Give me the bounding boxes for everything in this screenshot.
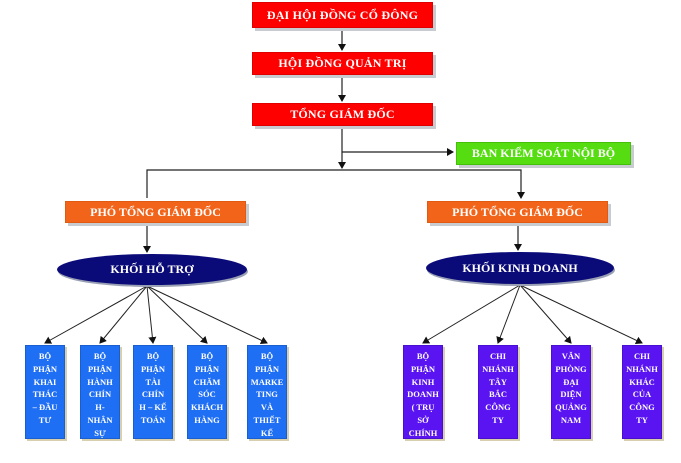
department-label-line: BỘ [416,351,430,361]
department-label-line: SỰ [94,427,106,438]
department-label-line: PHẬN [140,363,166,374]
department-label-line: BỘ [260,351,274,361]
department-label-line: VĂN [561,351,581,361]
fan-connector [44,285,148,344]
fan-connector [422,284,521,344]
department-label-line: BỘ [38,351,52,361]
fan-connector [146,285,208,344]
ban-kiem-soat-noi-bo-box: BAN KIỂM SOÁT NỘI BỘ [456,142,631,165]
department-label-line: BẮC [489,389,507,400]
department-label-line: NHÁNH [626,363,658,374]
department-label-line: CHI [489,351,507,361]
khoi-ho-tro-ellipse: KHỐI HỖ TRỢ [57,254,247,285]
pho-tong-giam-doc-left-box: PHÓ TỔNG GIÁM ĐỐC [65,201,246,223]
connector-split [146,169,525,199]
fan-connector [519,284,643,345]
department-label-line: KHÁC [629,376,655,387]
department-label-line: NAM [560,414,582,425]
department-label-line: BỘ [146,351,160,361]
department-label-line: TÂY [489,376,507,387]
department-label-line: TƯ [38,414,52,425]
department-label-line: KẾ [260,427,274,438]
department-label-line: NHÂN [87,414,113,425]
dai-hoi-dong-co-dong-box: ĐẠI HỘI ĐỒNG CỔ ĐÔNG [252,2,433,28]
department-label-line: H – KẾ [139,402,167,413]
department-label-line: KINH [411,376,435,387]
department-label-line: CỦA [632,389,652,400]
department-label-line: H- [95,402,105,413]
department-label-line: CÔNG [485,402,511,413]
khoi-kinh-doanh-ellipse: KHỐI KINH DOANH [426,252,614,284]
department-label-line: CHÍN [141,389,165,400]
department-label-line: DIỆN [560,389,582,400]
department-label-line: PHẬN [410,363,436,374]
department-label-line: TY [492,414,504,425]
department-label-line: KHAI [33,376,57,387]
department-label-line: BỘ [93,351,107,361]
fan-connector [496,284,521,344]
pho-tong-giam-doc-right-box: PHÓ TỔNG GIÁM ĐỐC [427,201,608,223]
department-label-line: ( TRỤ [411,402,435,413]
department-label-line: TOÁN [140,414,166,425]
department-label-line: KHÁCH [190,402,224,413]
fan-connector [519,284,572,344]
department-label-line: THÁC [32,389,58,400]
department-label-line: VÀ [260,402,274,413]
department-label-line: ĐẠI [563,376,579,387]
department-label-line: CHI [633,351,651,361]
department-label-line: PHẬN [254,363,280,374]
fan-connector [146,285,268,345]
department-label-line: PHẬN [32,363,58,374]
department-label-line: QUẢNG [555,402,587,413]
department-label-line: SÓC [198,389,216,400]
department-label-line: – ĐẦU [32,402,58,413]
department-label-line: PHÒNG [555,363,587,374]
department-label-line: THIẾT [253,414,281,425]
department-label-line: TY [636,414,648,425]
department-label-line: TÀI [145,376,161,387]
department-label-line: CHÍN [88,389,112,400]
department-label-line: HÀNG [194,414,220,425]
department-label-line: DOANH [407,389,439,400]
department-label-line: CHĂM [193,376,221,387]
department-label-line: NHÁNH [482,363,514,374]
department-label-line: TING [256,389,278,400]
fan-connector [146,285,157,344]
department-label-line: BỘ [200,351,214,361]
department-label-line: PHẬN [87,363,113,374]
tong-giam-doc-box: TỔNG GIÁM ĐỐC [252,103,433,126]
fan-connector [99,285,148,344]
department-label-line: CHÍNH [408,427,438,438]
hoi-dong-quan-tri-box: HỘI ĐỒNG QUẢN TRỊ [252,52,433,75]
department-label-line: HÀNH [87,376,113,387]
department-label-line: PHẬN [194,363,220,374]
department-label-line: SỞ [417,414,429,425]
department-box: BỘ PHẬN HÀNH CHÍN H-NHÂN SỰ [80,345,120,439]
department-label-line: CÔNG [629,402,655,413]
department-label-line: MARKE [250,376,284,387]
